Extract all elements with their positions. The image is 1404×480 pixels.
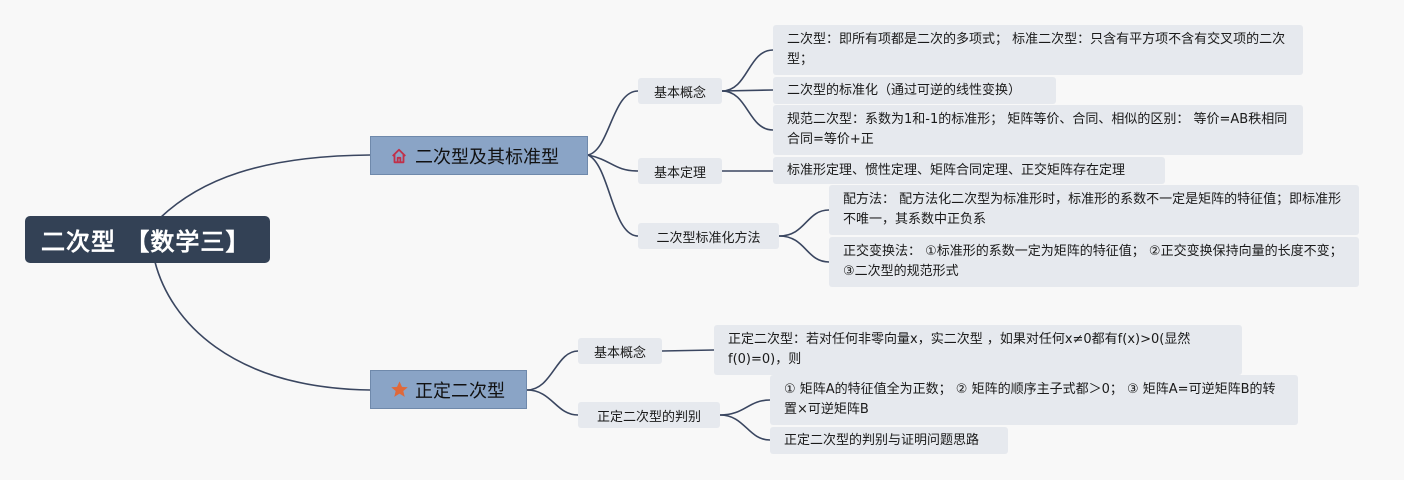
leaf-pd-proof-approach[interactable]: 正定二次型的判别与证明问题思路 [770, 427, 1008, 454]
link-b2-g2 [526, 389, 579, 416]
root-node[interactable]: 二次型 【数学三】 [25, 216, 270, 263]
leaf-orthogonal-transform[interactable]: 正交变换法： ①标准形的系数一定为矩阵的特征值； ②正交变换保持向量的长度不变；… [829, 237, 1359, 287]
leaf-completing-square[interactable]: 配方法： 配方法化二次型为标准形时，标准形的系数不一定是矩阵的特征值；即标准形不… [829, 185, 1359, 235]
link-g1-l1 [721, 49, 774, 92]
leaf-pd-criteria[interactable]: ① 矩阵A的特征值全为正数； ② 矩阵的顺序主子式都＞0； ③ 矩阵A=可逆矩阵… [770, 375, 1298, 425]
branch-label: 正定二次型 [415, 380, 505, 402]
star-icon [389, 380, 409, 400]
branch-quadratic-form-standard[interactable]: 二次型及其标准型 [370, 136, 588, 175]
branch-label: 二次型及其标准型 [415, 146, 559, 168]
branch-positive-definite[interactable]: 正定二次型 [370, 370, 527, 409]
leaf-definition[interactable]: 二次型：即所有项都是二次的多项式； 标准二次型：只含有平方项不含有交叉项的二次型… [773, 25, 1303, 75]
leaf-pd-definition[interactable]: 正定二次型：若对任何非零向量x，实二次型 ，如果对任何x≠0都有f(x)>0(显… [714, 325, 1242, 375]
group-basic-theorems[interactable]: 基本定理 [638, 158, 722, 184]
link-root-branch2 [154, 261, 371, 391]
group-standardization-methods[interactable]: 二次型标准化方法 [638, 223, 779, 249]
link-g1-l2 [721, 89, 774, 92]
link-g3-l1 [778, 209, 830, 237]
group-basic-concepts[interactable]: 基本概念 [638, 78, 722, 104]
group-pd-basic-concepts[interactable]: 基本概念 [578, 338, 662, 364]
link-b2g2-l1 [719, 399, 771, 416]
leaf-canonical-form[interactable]: 规范二次型：系数为1和-1的标准形； 矩阵等价、合同、相似的区别： 等价=AB秩… [773, 105, 1303, 155]
link-b2g1-l1 [661, 349, 715, 352]
link-b1-g2 [587, 154, 639, 172]
link-g1-l3 [721, 90, 774, 131]
link-b2-g1 [526, 350, 579, 391]
leaf-standardization[interactable]: 二次型的标准化（通过可逆的线性变换） [773, 77, 1056, 104]
link-b1-g1 [587, 90, 639, 156]
link-b1-g3 [587, 154, 639, 237]
link-root-branch1 [159, 154, 371, 219]
group-pd-criteria[interactable]: 正定二次型的判别 [578, 402, 720, 428]
leaf-theorems[interactable]: 标准形定理、惯性定理、矩阵合同定理、正交矩阵存在定理 [773, 157, 1165, 184]
link-b2g2-l2 [719, 414, 771, 441]
home-icon [389, 146, 409, 166]
link-g3-l2 [778, 235, 830, 263]
